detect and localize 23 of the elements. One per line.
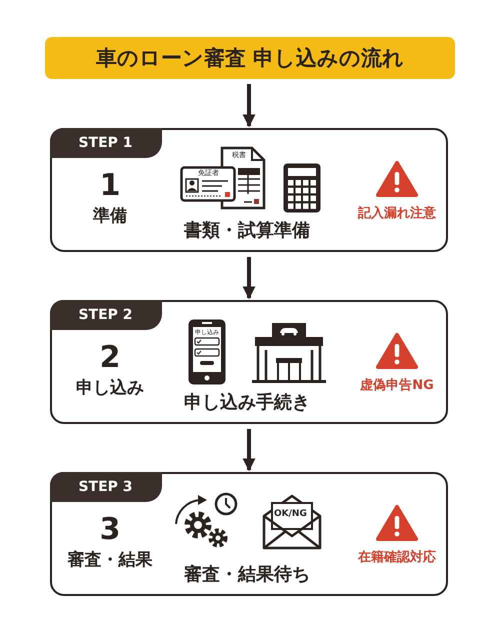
step-card [50,472,448,596]
warning-text: 虚偽申告NG [359,378,435,394]
step-number: 2 [98,342,122,374]
warning-text: 記入漏れ注意 [357,206,437,222]
step-number: 3 [98,514,122,546]
arrow [242,84,256,128]
step-name: 申し込み [75,378,145,398]
step-number: 1 [98,170,122,202]
step-card [50,128,448,252]
arrow [242,257,256,300]
warning-text: 在籍確認対応 [356,550,437,566]
step-name: 審査・結果 [66,550,154,570]
arrow [242,429,256,472]
step-caption: 審査・結果待ち [183,564,311,586]
step-tab: STEP 3 [50,472,162,502]
step-caption: 申し込み手続き [183,392,311,414]
step-card [50,300,448,424]
step-caption: 書類・試算準備 [183,220,311,242]
letter-label: OK/NG [274,509,307,519]
step-tab: STEP 1 [50,128,162,158]
step-name: 準備 [92,206,128,226]
title-banner: 車のローン審査 申し込みの流れ [45,37,455,79]
step-tab: STEP 2 [50,300,162,330]
